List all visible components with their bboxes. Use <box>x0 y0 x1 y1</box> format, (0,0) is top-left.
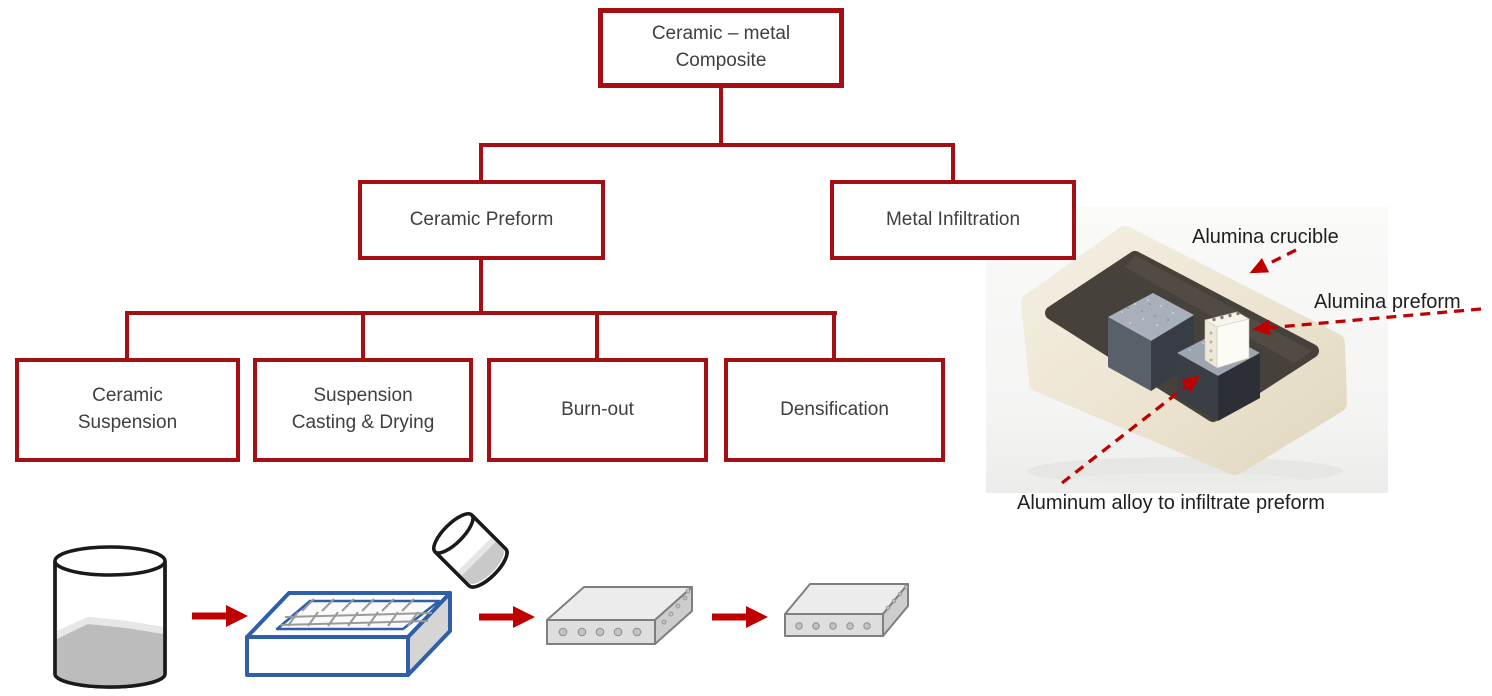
densified-slab-icon <box>784 583 909 637</box>
pouring-cup-icon <box>432 512 509 589</box>
connector-line <box>125 311 129 358</box>
casting-mold-icon <box>245 591 452 677</box>
connector-line <box>479 143 955 147</box>
node-label: Suspension <box>77 412 178 433</box>
label-alumina-crucible: Alumina crucible <box>1192 226 1339 248</box>
connector-line <box>595 311 599 358</box>
connector-line <box>361 311 365 358</box>
suspension-beaker-icon <box>53 545 167 689</box>
red-arrow-icon <box>192 605 248 627</box>
connector-line <box>951 143 955 180</box>
node-label: Suspension <box>313 385 413 407</box>
label-aluminum-alloy: Aluminum alloy to infiltrate preform <box>1017 492 1325 514</box>
crucible-reflection <box>1065 473 1305 489</box>
node-suspension-casting-drying: Suspension Casting & Drying <box>253 358 473 462</box>
red-arrow-icon <box>712 606 768 628</box>
node-densification: Densification <box>724 358 945 462</box>
node-label: Composite <box>675 50 767 71</box>
node-label: Burn-out <box>561 398 634 420</box>
node-label: Ceramic Preform <box>409 208 554 230</box>
connector-line <box>719 88 723 145</box>
red-arrow-icon <box>479 606 535 628</box>
node-metal-infiltration: Metal Infiltration <box>830 180 1076 260</box>
node-label: Metal Infiltration <box>885 208 1021 230</box>
alloy-cube <box>1108 293 1194 391</box>
node-ceramic-suspension: Ceramic Suspension <box>15 358 240 462</box>
node-label: Casting & Drying <box>291 412 435 433</box>
node-ceramic-preform: Ceramic Preform <box>358 180 605 260</box>
connector-line <box>832 311 836 358</box>
green-body-slab-icon <box>546 586 693 645</box>
casting-process-illustration <box>53 512 909 689</box>
node-ceramic-metal-composite: Ceramic – metal Composite <box>598 8 844 88</box>
node-burn-out: Burn-out <box>487 358 708 462</box>
node-label: Ceramic <box>92 385 163 407</box>
connector-line <box>479 260 483 315</box>
node-label: Ceramic – metal <box>651 23 791 45</box>
label-alumina-preform: Alumina preform <box>1314 291 1461 313</box>
alumina-preform-block <box>1204 311 1250 369</box>
node-label: Densification <box>780 398 889 420</box>
connector-line <box>125 311 837 315</box>
mold-grid <box>279 598 433 627</box>
connector-line <box>479 143 483 180</box>
